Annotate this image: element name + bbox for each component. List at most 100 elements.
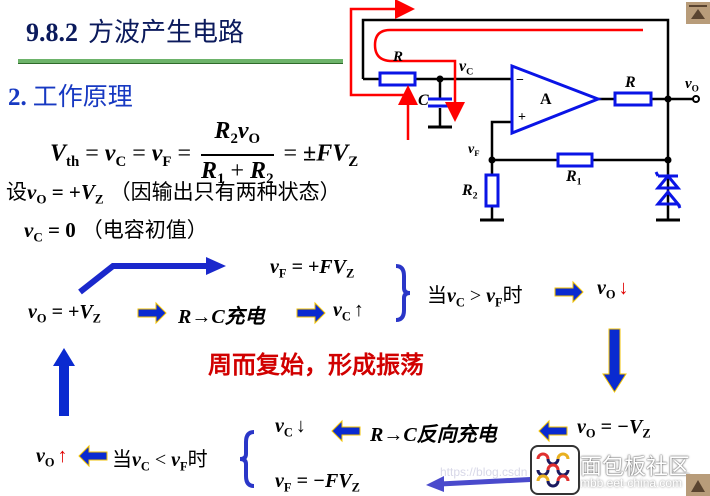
arrow-down-big xyxy=(602,328,627,393)
arrow-bottom-diag-head xyxy=(426,476,444,492)
assume-vc-note: （电容初值） xyxy=(81,218,208,242)
bottom-vf-eq-sub: Z xyxy=(351,480,360,495)
cond2-vc: v xyxy=(132,449,141,471)
arrow-left-3 xyxy=(78,444,108,468)
formula-vc: v xyxy=(104,140,116,167)
flow-vf-negative: vF = −FVZ xyxy=(275,470,360,495)
arrow-right-3 xyxy=(554,280,584,304)
flow-vc-up: vC↑ xyxy=(333,299,364,324)
flow-vf-positive: vF = +FVZ xyxy=(270,256,354,281)
arrow-diag-to-vf xyxy=(78,263,210,295)
arrow-left-2 xyxy=(538,419,568,443)
label-vc: vC xyxy=(459,58,473,77)
label-vo-sub: O xyxy=(691,84,699,95)
flow-vf-eq: = +FV xyxy=(286,256,346,278)
cond1-prefix: 当 xyxy=(427,285,447,307)
formula-eq-1: = xyxy=(79,140,105,167)
num-r: R xyxy=(214,118,231,144)
assume-vz: V xyxy=(80,180,95,204)
logo-rings xyxy=(536,452,570,488)
neg-v-sub: O xyxy=(585,426,596,441)
label-vo: vO xyxy=(685,76,699,94)
formula-vf: v xyxy=(151,140,163,167)
neg-eq-sub: Z xyxy=(642,426,651,441)
flow-condition-1: 当vC > vF时 xyxy=(427,279,523,310)
feedback-wire-top xyxy=(361,18,670,99)
label-r2-r: R xyxy=(462,182,473,199)
arrow-left-1 xyxy=(331,419,361,443)
flow-charge: R→C充电 xyxy=(178,300,265,329)
red-down-arrow-icon: ↓ xyxy=(618,277,629,299)
assume-vo-sub: O xyxy=(36,191,47,207)
section-number: 9.8.2 xyxy=(26,18,78,47)
num-v: v xyxy=(237,118,249,144)
flow-start-eq-sub: Z xyxy=(92,311,101,326)
zener-diodes xyxy=(654,171,682,209)
formula-vth: V xyxy=(50,140,67,167)
assumption-vc: vC = 0（电容初值） xyxy=(24,214,208,246)
current-path-inner xyxy=(373,28,643,122)
formula-vth-sub: th xyxy=(66,153,80,170)
label-vo-v: v xyxy=(685,76,692,92)
subsection-number: 2. xyxy=(8,84,27,111)
up-triangle-icon-bottom xyxy=(691,480,705,492)
watermark-url: https://blog.csdn xyxy=(440,465,528,479)
flow-start-v: v xyxy=(28,301,37,323)
up-arrow-icon: ↑ xyxy=(353,299,364,321)
cond1-vf: v xyxy=(486,285,496,307)
label-r-input: R xyxy=(393,49,404,65)
resistor-r2 xyxy=(484,173,500,208)
vc-down-sub: C xyxy=(283,425,293,440)
label-c: C xyxy=(418,92,429,109)
cond1-vf-sub: F xyxy=(495,295,503,310)
formula-eq-3: = xyxy=(171,140,198,167)
assume-eq: = + xyxy=(46,180,81,204)
flow-reverse-charge: R→C反向充电 xyxy=(370,418,497,447)
assume-vo: v xyxy=(27,180,37,204)
resistor-r-output xyxy=(613,91,653,107)
num-r-sub: 2 xyxy=(230,131,238,148)
arrow-diag-head xyxy=(206,257,226,275)
scroll-bottom-button[interactable] xyxy=(686,474,710,496)
label-r1-sub: 1 xyxy=(576,176,582,188)
scroll-top-button[interactable] xyxy=(686,2,710,24)
label-vf-v: v xyxy=(468,142,475,157)
label-r2-sub: 2 xyxy=(472,190,478,202)
arrow-right-2 xyxy=(296,301,326,325)
brand-logo-icon xyxy=(530,445,580,495)
subsection-heading: 2.工作原理 xyxy=(8,77,133,113)
cond2-suffix: 时 xyxy=(187,449,208,471)
assume-vc: v xyxy=(24,218,34,242)
cond1-op: > xyxy=(464,285,487,307)
assume-vz-sub: Z xyxy=(94,191,104,207)
brace-right xyxy=(395,264,411,322)
flow-vo-up: vO↑ xyxy=(36,445,68,470)
cond2-vf: v xyxy=(171,449,181,471)
cond1-vc: v xyxy=(447,285,456,307)
label-vf-sub: F xyxy=(474,148,480,159)
den-r1-sub: 1 xyxy=(217,171,225,188)
label-vc-sub: C xyxy=(466,66,474,78)
current-path xyxy=(349,0,643,140)
result1-v: v xyxy=(597,277,606,299)
fraction-numerator: R2vO xyxy=(201,116,274,157)
label-r-output: R xyxy=(625,74,636,91)
node-r1-right xyxy=(664,156,672,164)
den-r1: R xyxy=(201,158,218,185)
assume-prefix: 设 xyxy=(6,180,27,204)
resistor-r1 xyxy=(556,152,594,168)
output-terminal xyxy=(692,95,700,103)
flow-vo-down: vO↓ xyxy=(597,277,629,302)
capacitor-c xyxy=(428,97,452,108)
assume-note: （因输出只有两种状态） xyxy=(109,180,341,204)
wire-plus xyxy=(490,120,512,160)
current-path-outer xyxy=(349,0,415,97)
neg-eq: = −V xyxy=(595,416,643,438)
label-opamp: A xyxy=(540,91,552,108)
formula-eq-4: = xyxy=(277,140,304,167)
bottom-vf-sub: F xyxy=(283,480,292,495)
cond2-vf-sub: F xyxy=(180,459,188,474)
node-vo xyxy=(664,95,672,103)
